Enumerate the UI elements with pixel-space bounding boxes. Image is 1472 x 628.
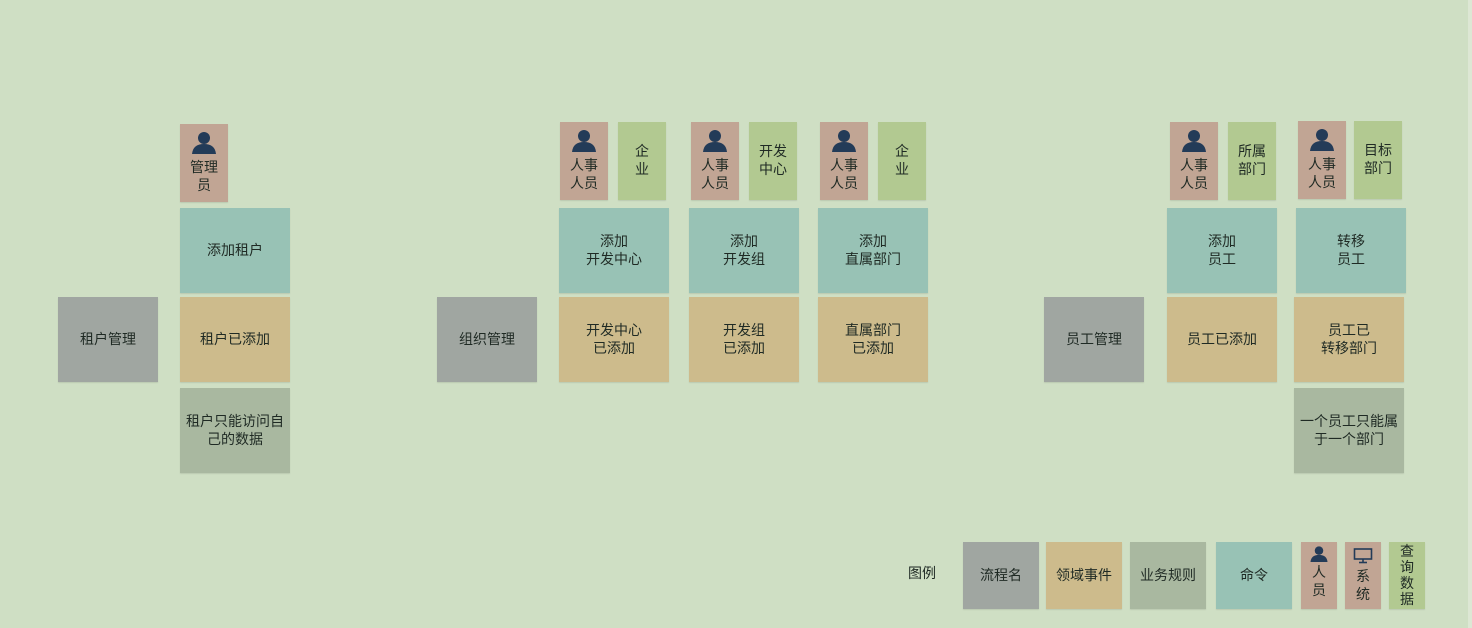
legend-query: 查 询 数 据 <box>1389 542 1425 609</box>
person-icon <box>832 130 856 152</box>
actor-label: 人事 人员 <box>570 158 598 192</box>
legend-system: 系 统 <box>1345 542 1381 609</box>
legend-rule: 业务规则 <box>1130 542 1206 609</box>
person-icon <box>192 132 216 154</box>
query-dev-center[interactable]: 开发 中心 <box>749 122 797 200</box>
query-target-dept[interactable]: 目标 部门 <box>1354 121 1402 199</box>
command-add-dev-center[interactable]: 添加 开发中心 <box>559 208 669 293</box>
actor-tenant-admin[interactable]: 管理 员 <box>180 124 228 202</box>
actor-label: 人事 人员 <box>701 158 729 192</box>
actor-hr-3[interactable]: 人事 人员 <box>820 122 868 200</box>
query-own-dept[interactable]: 所属 部门 <box>1228 122 1276 200</box>
actor-hr-1[interactable]: 人事 人员 <box>560 122 608 200</box>
legend-system-label: 系 统 <box>1356 569 1370 603</box>
legend-command: 命令 <box>1216 542 1292 609</box>
command-transfer-employee[interactable]: 转移 员工 <box>1296 208 1406 293</box>
query-enterprise-1[interactable]: 企 业 <box>618 122 666 200</box>
actor-label: 管理 员 <box>190 160 218 194</box>
legend-person: 人 员 <box>1301 542 1337 609</box>
legend-title: 图例 <box>908 566 936 582</box>
event-direct-dept-added[interactable]: 直属部门 已添加 <box>818 297 928 382</box>
flow-tenant-management[interactable]: 租户管理 <box>58 297 158 382</box>
flow-employee-management[interactable]: 员工管理 <box>1044 297 1144 382</box>
event-employee-transferred[interactable]: 员工已 转移部门 <box>1294 297 1404 382</box>
person-icon <box>572 130 596 152</box>
actor-label: 人事 人员 <box>1180 158 1208 192</box>
legend-flow: 流程名 <box>963 542 1039 609</box>
rule-one-dept-per-employee[interactable]: 一个员工只能属 于一个部门 <box>1294 388 1404 473</box>
event-dev-group-added[interactable]: 开发组 已添加 <box>689 297 799 382</box>
command-add-dev-group[interactable]: 添加 开发组 <box>689 208 799 293</box>
person-icon <box>1182 130 1206 152</box>
rule-tenant-own-data[interactable]: 租户只能访问自 己的数据 <box>180 388 290 473</box>
flow-org-management[interactable]: 组织管理 <box>437 297 537 382</box>
legend-event: 领域事件 <box>1046 542 1122 609</box>
event-dev-center-added[interactable]: 开发中心 已添加 <box>559 297 669 382</box>
actor-label: 人事 人员 <box>1308 157 1336 191</box>
person-icon <box>1310 546 1328 562</box>
person-icon <box>703 130 727 152</box>
person-icon <box>1310 129 1334 151</box>
monitor-icon <box>1353 548 1373 564</box>
actor-hr-5[interactable]: 人事 人员 <box>1298 121 1346 199</box>
query-enterprise-2[interactable]: 企 业 <box>878 122 926 200</box>
event-employee-added[interactable]: 员工已添加 <box>1167 297 1277 382</box>
command-add-direct-dept[interactable]: 添加 直属部门 <box>818 208 928 293</box>
command-add-tenant[interactable]: 添加租户 <box>180 208 290 293</box>
event-tenant-added[interactable]: 租户已添加 <box>180 297 290 382</box>
command-add-employee[interactable]: 添加 员工 <box>1167 208 1277 293</box>
actor-hr-2[interactable]: 人事 人员 <box>691 122 739 200</box>
actor-label: 人事 人员 <box>830 158 858 192</box>
right-edge <box>1468 0 1472 628</box>
actor-hr-4[interactable]: 人事 人员 <box>1170 122 1218 200</box>
legend-person-label: 人 员 <box>1312 565 1326 599</box>
